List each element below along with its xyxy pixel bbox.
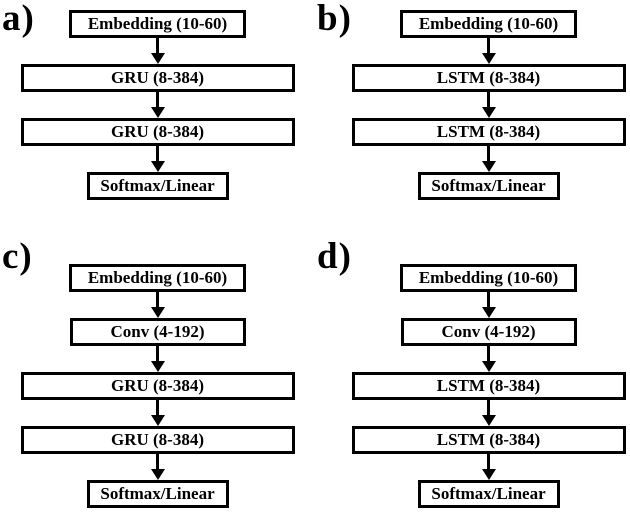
arrow-down-icon	[481, 400, 496, 426]
arrow-head	[150, 415, 165, 426]
layer-box-recurrent: LSTM (8-384)	[351, 426, 626, 454]
arrow-head	[481, 469, 496, 480]
arrow-stem	[487, 146, 490, 161]
arrow-head	[481, 107, 496, 118]
arrow-down-icon	[481, 292, 496, 318]
arrow-down-icon	[150, 400, 165, 426]
arrow-head	[481, 415, 496, 426]
arrow-stem	[487, 346, 490, 361]
layer-stack-b: Embedding (10-60) LSTM (8-384) LSTM (8-384…	[331, 0, 630, 200]
layer-box-output: Softmax/Linear	[417, 172, 560, 200]
panel-c: c) Embedding (10-60) Conv (4-192) GRU (8-38…	[0, 226, 315, 512]
layer-stack-d: Embedding (10-60) Conv (4-192) LSTM (8-384…	[331, 226, 630, 508]
layer-box-embedding: Embedding (10-60)	[400, 10, 577, 38]
panel-label-d: d)	[317, 236, 352, 277]
arrow-stem	[156, 38, 159, 53]
arrow-down-icon	[481, 92, 496, 118]
layer-box-recurrent: GRU (8-384)	[20, 64, 295, 92]
arrow-stem	[156, 146, 159, 161]
arrow-stem	[156, 454, 159, 469]
arrow-stem	[156, 346, 159, 361]
arrow-down-icon	[481, 146, 496, 172]
panel-d: d) Embedding (10-60) Conv (4-192) LSTM (8-3…	[315, 226, 630, 512]
arrow-stem	[156, 92, 159, 107]
arrow-down-icon	[481, 38, 496, 64]
arrow-head	[481, 361, 496, 372]
panel-label-a: a)	[2, 0, 35, 39]
layer-stack-a: Embedding (10-60) GRU (8-384) GRU (8-384) S…	[0, 0, 315, 200]
panel-b: b) Embedding (10-60) LSTM (8-384) LSTM (8-3…	[315, 0, 630, 226]
arrow-stem	[487, 400, 490, 415]
arrow-head	[150, 469, 165, 480]
layer-stack-c: Embedding (10-60) Conv (4-192) GRU (8-384)…	[0, 226, 315, 508]
arrow-down-icon	[481, 454, 496, 480]
layer-box-conv: Conv (4-192)	[400, 318, 577, 346]
arrow-stem	[487, 92, 490, 107]
arrow-stem	[487, 292, 490, 307]
arrow-down-icon	[150, 346, 165, 372]
layer-box-recurrent: GRU (8-384)	[20, 372, 295, 400]
arrow-stem	[156, 400, 159, 415]
arrow-down-icon	[150, 38, 165, 64]
arrow-down-icon	[150, 292, 165, 318]
arrow-head	[150, 307, 165, 318]
layer-box-recurrent: LSTM (8-384)	[351, 372, 626, 400]
layer-box-embedding: Embedding (10-60)	[69, 10, 246, 38]
layer-box-conv: Conv (4-192)	[69, 318, 246, 346]
arrow-head	[150, 361, 165, 372]
layer-box-recurrent: LSTM (8-384)	[351, 64, 626, 92]
arrow-down-icon	[150, 92, 165, 118]
panel-a: a) Embedding (10-60) GRU (8-384) GRU (8-384…	[0, 0, 315, 226]
arrow-down-icon	[150, 454, 165, 480]
arrow-down-icon	[481, 346, 496, 372]
layer-box-embedding: Embedding (10-60)	[400, 264, 577, 292]
arrow-head	[481, 161, 496, 172]
layer-box-output: Softmax/Linear	[417, 480, 560, 508]
arrow-head	[150, 107, 165, 118]
arrow-stem	[487, 454, 490, 469]
panel-label-c: c)	[2, 236, 33, 277]
arrow-head	[150, 53, 165, 64]
layer-box-output: Softmax/Linear	[86, 172, 229, 200]
arrow-stem	[487, 38, 490, 53]
layer-box-embedding: Embedding (10-60)	[69, 264, 246, 292]
layer-box-recurrent: GRU (8-384)	[20, 426, 295, 454]
arrow-head	[150, 161, 165, 172]
layer-box-output: Softmax/Linear	[86, 480, 229, 508]
arrow-down-icon	[150, 146, 165, 172]
arrow-head	[481, 307, 496, 318]
arrow-head	[481, 53, 496, 64]
arrow-stem	[156, 292, 159, 307]
layer-box-recurrent: GRU (8-384)	[20, 118, 295, 146]
panel-label-b: b)	[317, 0, 352, 39]
layer-box-recurrent: LSTM (8-384)	[351, 118, 626, 146]
